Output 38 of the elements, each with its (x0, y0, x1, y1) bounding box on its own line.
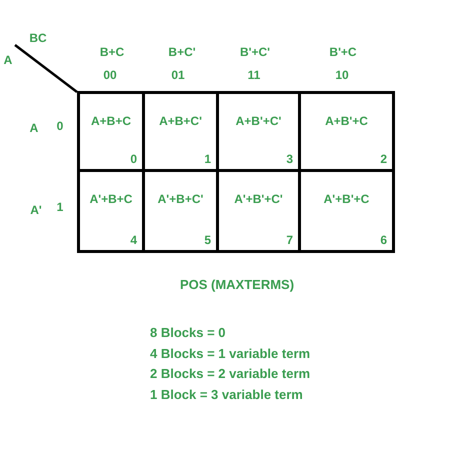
maxterm-text: A+B'+C (325, 114, 368, 128)
column-term-label: B+C (100, 45, 124, 60)
cell-index-number: 6 (380, 233, 387, 247)
karnaugh-map-cell (80, 94, 145, 172)
cell-index-number: 1 (204, 152, 211, 166)
maxterm-text: A'+B+C' (158, 192, 204, 206)
column-code-label: 11 (248, 68, 260, 83)
maxterm-text: A'+B'+C' (234, 192, 283, 206)
block-rule-text: 1 Block = 3 variable term (150, 387, 303, 403)
column-code-label: 00 (103, 68, 117, 83)
block-rule-text: 8 Blocks = 0 (150, 325, 226, 341)
row-variable-label: A (4, 53, 12, 68)
cell-index-number: 7 (286, 233, 293, 247)
column-term-label: B+C' (168, 45, 196, 60)
block-rule-text: 4 Blocks = 1 variable term (150, 346, 310, 362)
row-code-label: 1 (56, 200, 64, 215)
row-code-label: 0 (56, 119, 64, 134)
maxterm-text: A+B+C' (159, 114, 202, 128)
caption-text: POS (MAXTERMS) (180, 277, 294, 293)
column-code-label: 10 (335, 68, 349, 83)
karnaugh-map-cell (219, 94, 301, 172)
cell-index-number: 3 (286, 152, 293, 166)
cell-index-number: 0 (130, 152, 137, 166)
column-term-label: B'+C' (240, 45, 270, 60)
cell-index-number: 4 (130, 233, 137, 247)
maxterm-text: A'+B+C (90, 192, 132, 206)
block-rule-text: 2 Blocks = 2 variable term (150, 366, 310, 382)
row-term-label: A (30, 121, 38, 136)
cell-index-number: 2 (380, 152, 387, 166)
maxterm-text: A'+B'+C (324, 192, 370, 206)
maxterm-text: A+B+C (90, 114, 131, 128)
column-variables-label: BC (29, 31, 47, 46)
row-term-label: A' (30, 203, 42, 218)
cell-index-number: 5 (204, 233, 211, 247)
column-code-label: 01 (171, 68, 185, 83)
maxterm-text: A+B'+C' (236, 114, 282, 128)
column-term-label: B'+C (329, 45, 357, 60)
karnaugh-map-cell (145, 94, 219, 172)
